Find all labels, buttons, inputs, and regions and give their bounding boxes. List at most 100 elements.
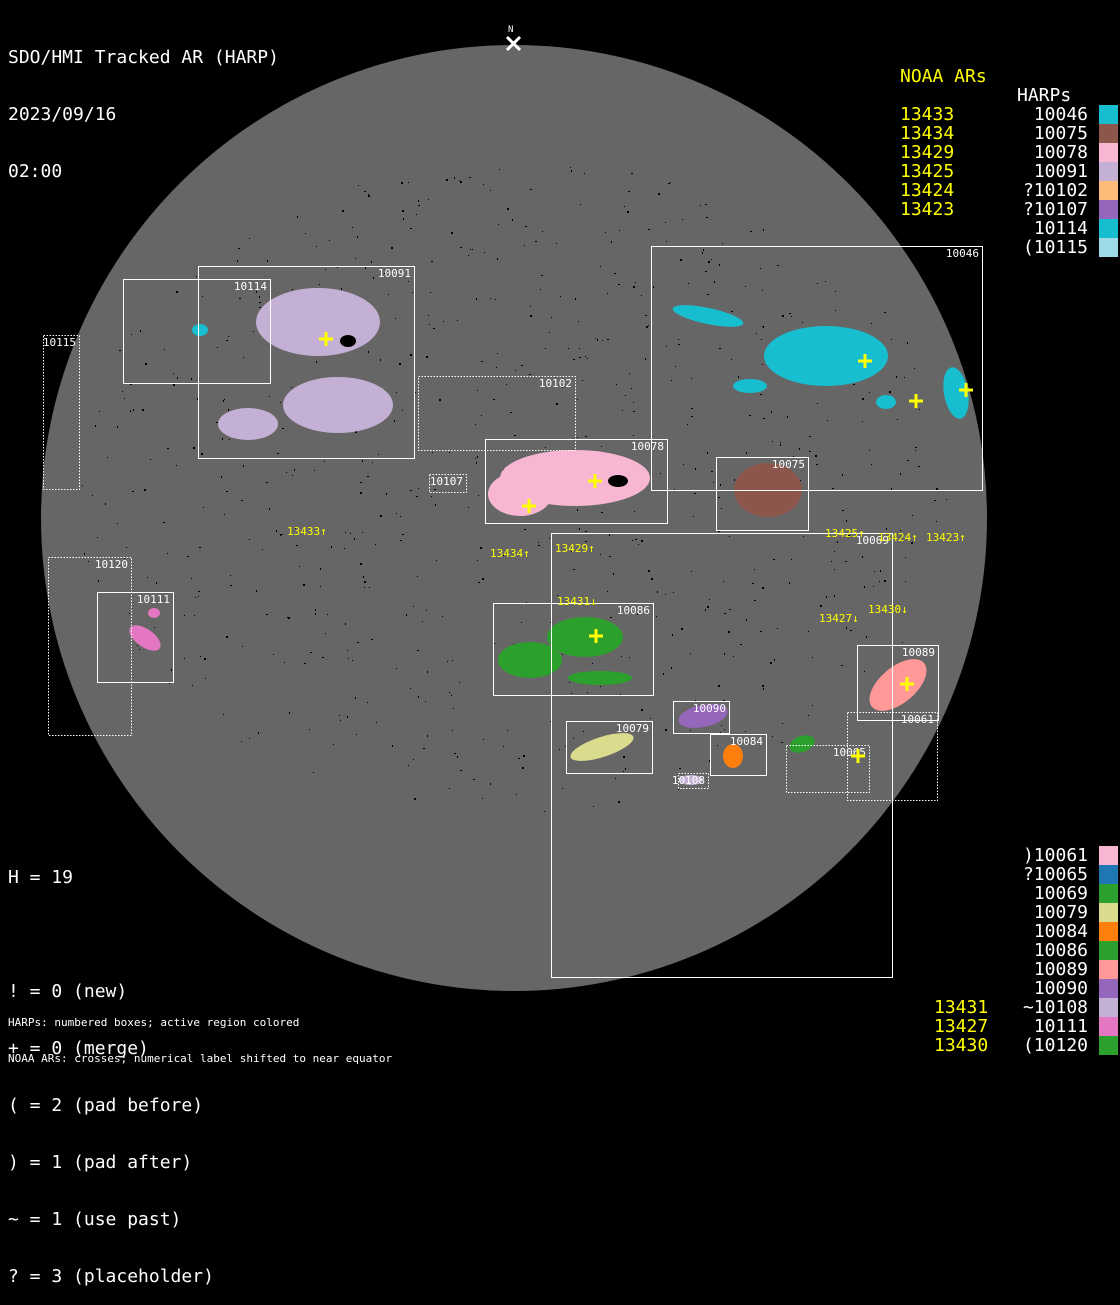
noaa-cross-icon — [588, 474, 602, 488]
speck — [625, 395, 626, 396]
speck — [915, 447, 917, 448]
speck — [124, 398, 125, 399]
speck — [723, 581, 724, 582]
speck — [568, 348, 569, 349]
speck — [694, 493, 696, 494]
speck — [396, 392, 397, 393]
speck — [556, 403, 558, 405]
speck — [731, 311, 733, 312]
noaa-cross-icon — [900, 677, 914, 691]
harp-box — [786, 745, 870, 793]
harp-number: ~10108 — [1022, 997, 1088, 1018]
speck — [243, 465, 244, 467]
region-10084 — [723, 744, 743, 768]
speck — [579, 348, 580, 349]
speck — [416, 214, 417, 215]
speck — [241, 741, 242, 742]
noaa-cross-icon — [589, 629, 603, 643]
speck — [671, 667, 672, 669]
speck — [350, 533, 351, 534]
speck — [198, 591, 200, 592]
speck — [571, 170, 572, 172]
speck — [911, 542, 913, 544]
speck — [541, 275, 543, 276]
speck — [809, 451, 811, 452]
speck — [645, 315, 647, 316]
speck — [176, 291, 178, 293]
speck — [124, 558, 125, 559]
speck — [631, 388, 632, 389]
speck — [452, 730, 453, 731]
speck — [663, 673, 664, 675]
solar-disk-map: 1004610091101141011510102100781010710075… — [41, 25, 987, 991]
legend-row: 10084 — [900, 922, 1120, 941]
speck — [524, 529, 526, 530]
speck — [460, 770, 462, 771]
noaa-ar-label: 13433↑ — [287, 525, 327, 538]
speck — [760, 631, 762, 632]
speck — [376, 722, 377, 723]
speck — [117, 523, 118, 524]
speck — [835, 291, 836, 292]
speck — [690, 730, 691, 731]
speck — [646, 326, 648, 328]
harp-number: 10089 — [1033, 959, 1088, 980]
speck — [683, 464, 684, 465]
color-swatch — [1099, 865, 1118, 884]
speck — [900, 530, 901, 531]
speck — [618, 284, 620, 285]
region-10108 — [679, 775, 703, 785]
speck — [900, 473, 901, 475]
speck — [820, 605, 822, 607]
noaa-ar-number: 13430 — [934, 1035, 989, 1056]
speck — [570, 167, 571, 168]
color-swatch — [1099, 238, 1118, 257]
speck — [173, 373, 174, 374]
region-10046 — [943, 367, 969, 419]
region-10086 — [498, 642, 562, 678]
speck — [222, 438, 223, 440]
speck — [339, 715, 340, 716]
speck — [414, 798, 416, 800]
speck — [253, 331, 254, 332]
speck — [451, 695, 452, 696]
speck — [691, 408, 693, 409]
speck — [651, 578, 653, 580]
speck — [468, 507, 469, 508]
speck — [562, 654, 563, 655]
speck — [150, 459, 151, 460]
speck — [171, 669, 172, 671]
speck — [641, 295, 642, 296]
speck — [204, 658, 206, 660]
speck — [503, 746, 504, 747]
speck — [762, 364, 763, 365]
speck — [238, 248, 240, 249]
speck — [905, 581, 906, 582]
speck — [292, 475, 293, 476]
harp-box-label: 10086 — [617, 604, 650, 617]
speck — [623, 771, 624, 772]
speck — [475, 424, 476, 425]
region-10091 — [218, 408, 278, 440]
speck — [524, 245, 525, 246]
speck — [884, 580, 886, 582]
legend-row: 13430(10120 — [900, 1036, 1120, 1055]
speck — [325, 269, 326, 270]
speck — [187, 556, 189, 557]
speck — [549, 538, 550, 539]
speck — [453, 708, 454, 709]
speck — [431, 496, 432, 497]
harp-box — [429, 474, 467, 493]
speck — [542, 231, 543, 232]
speck — [632, 540, 633, 541]
speck — [355, 431, 357, 433]
speck — [442, 616, 443, 617]
color-swatch — [1099, 200, 1118, 219]
speck — [718, 497, 720, 498]
speck — [403, 218, 404, 220]
noaa-cross-icon — [319, 332, 333, 346]
speck — [618, 801, 620, 803]
speck — [729, 609, 731, 610]
noaa-ar-number: 13434 — [900, 123, 955, 144]
speck — [436, 560, 437, 561]
